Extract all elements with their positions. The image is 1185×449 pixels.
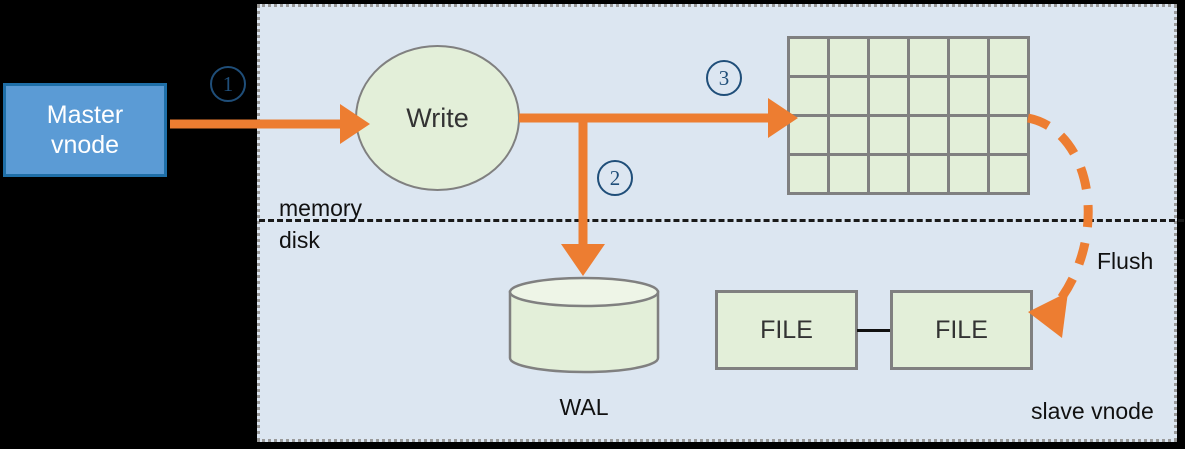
file-box-1: FILE — [715, 290, 858, 370]
grid-cell — [830, 117, 867, 153]
file-box-2-label: FILE — [935, 315, 988, 344]
grid-cell — [870, 39, 907, 75]
grid-cell — [990, 39, 1027, 75]
master-vnode-label-line1: Master — [46, 100, 124, 129]
file-box-2: FILE — [890, 290, 1033, 370]
step-badge-2: 2 — [597, 160, 633, 196]
memory-disk-divider — [259, 219, 1184, 222]
step-badge-3: 3 — [706, 60, 742, 96]
grid-cell — [790, 78, 827, 114]
grid-cell — [950, 156, 987, 192]
grid-cell — [990, 156, 1027, 192]
wal-cylinder — [508, 276, 660, 374]
grid-cell — [830, 156, 867, 192]
grid-cell — [790, 156, 827, 192]
step-badge-2-number: 2 — [609, 165, 621, 190]
grid-cell — [790, 117, 827, 153]
cylinder-icon — [508, 276, 660, 374]
file-connector-line — [857, 329, 891, 332]
step-badge-3-number: 3 — [718, 65, 730, 90]
wal-label: WAL — [559, 394, 609, 420]
master-vnode-label-line2: vnode — [50, 131, 120, 159]
grid-cell — [870, 117, 907, 153]
slave-vnode-label: slave vnode — [1031, 398, 1154, 424]
memory-label: memory — [279, 195, 363, 221]
step-badge-1: 1 — [210, 66, 246, 102]
grid-cell — [990, 117, 1027, 153]
grid-cell — [910, 39, 947, 75]
grid-cell — [950, 117, 987, 153]
grid-cell — [910, 117, 947, 153]
step-badge-1-number: 1 — [222, 71, 234, 96]
grid-cell — [990, 78, 1027, 114]
grid-cell — [870, 78, 907, 114]
master-vnode-box: Master vnode — [3, 83, 167, 177]
write-node: Write — [355, 45, 520, 191]
grid-cell — [830, 39, 867, 75]
grid-cell — [790, 39, 827, 75]
grid-cell — [870, 156, 907, 192]
write-node-label: Write — [406, 102, 469, 133]
disk-label: disk — [279, 227, 320, 253]
grid-cell — [910, 78, 947, 114]
file-box-1-label: FILE — [760, 315, 813, 344]
grid-cell — [830, 78, 867, 114]
grid-cell — [950, 39, 987, 75]
grid-cell — [910, 156, 947, 192]
flush-label: Flush — [1097, 248, 1154, 274]
memory-table-grid — [787, 36, 1030, 195]
grid-cell — [950, 78, 987, 114]
